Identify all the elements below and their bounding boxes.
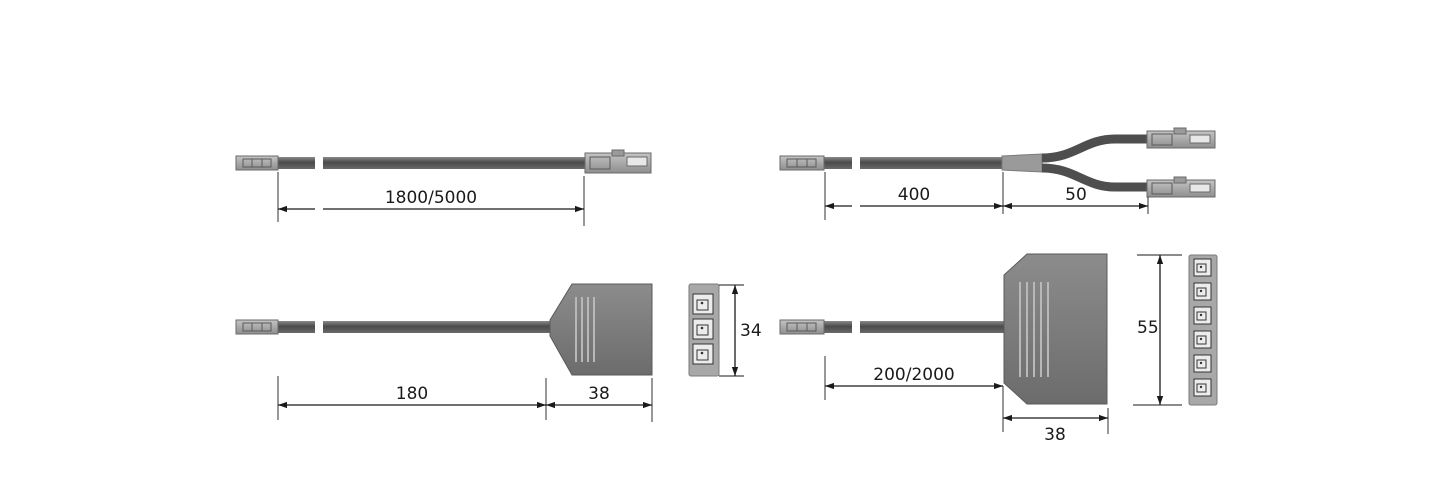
split-sleeve: [1001, 153, 1043, 173]
socket: [1193, 330, 1212, 349]
dimension-six-way-body: 38: [1003, 408, 1109, 445]
three-socket-end-view: [688, 283, 720, 377]
cable: [822, 321, 1006, 333]
dim-three-way-height-label: 34: [740, 321, 762, 341]
dim-six-way-height-label: 55: [1137, 318, 1159, 338]
y-splitter-drawing: 400 50: [779, 127, 1216, 358]
dim-three-way-cable-label: 180: [396, 384, 428, 404]
distributor-hub: [549, 283, 653, 376]
socket: [692, 293, 714, 315]
socket: [1193, 378, 1212, 397]
dim-six-way-body-label: 38: [1044, 425, 1066, 445]
hub-grooves: [1019, 282, 1049, 377]
socket: [1193, 354, 1212, 373]
dim-three-way-body-label: 38: [588, 384, 610, 404]
break-mark: [852, 140, 860, 358]
male-connector: [779, 319, 825, 335]
socket: [1193, 282, 1212, 301]
dim-cable-length-label: 1800/5000: [385, 188, 477, 208]
male-connector: [235, 319, 279, 335]
socket: [692, 343, 714, 365]
dimension-three-way-body: 38: [546, 378, 653, 422]
hub-grooves: [575, 297, 595, 362]
dimension-six-way-height: 55: [1133, 254, 1182, 406]
upper-branch: [1041, 134, 1148, 163]
female-connector-upper: [1146, 127, 1216, 149]
male-connector: [779, 155, 825, 171]
dimension-cable-length: 1800/5000: [277, 172, 585, 226]
socket: [1193, 306, 1212, 325]
dimension-three-way-height: 34: [719, 284, 762, 377]
six-way-distributor-drawing: 55 200/2000 38: [779, 140, 1218, 445]
dim-splitter-branch-label: 50: [1065, 185, 1087, 205]
cable: [276, 321, 552, 333]
three-way-distributor-drawing: 34 180 38: [235, 147, 762, 422]
socket: [1193, 258, 1212, 277]
cable: [822, 157, 1002, 169]
female-connector: [584, 149, 652, 174]
distributor-hub: [1003, 253, 1108, 405]
dimension-splitter-stem: 400: [824, 172, 1004, 220]
six-socket-end-view: [1188, 254, 1218, 406]
dim-six-way-cable-label: 200/2000: [873, 365, 954, 385]
cable: [276, 157, 586, 169]
dimension-six-way-cable: 200/2000: [824, 356, 1004, 432]
lower-branch: [1041, 163, 1148, 192]
dimension-splitter-branch: 50: [1003, 185, 1149, 214]
dimension-three-way-cable: 180: [277, 376, 547, 420]
socket: [692, 318, 714, 340]
female-connector-lower: [1146, 176, 1216, 198]
male-connector: [235, 155, 279, 171]
dim-splitter-stem-label: 400: [898, 185, 930, 205]
break-mark: [315, 147, 323, 363]
